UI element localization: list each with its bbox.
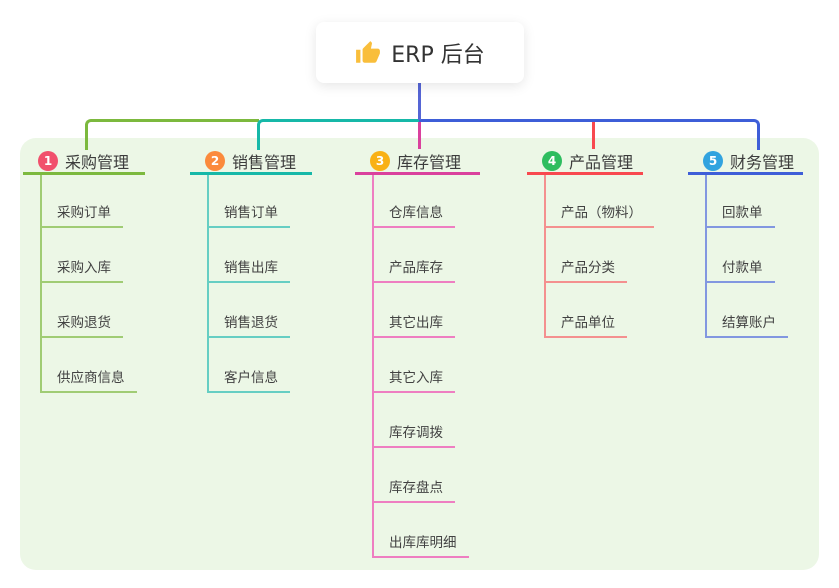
child-node[interactable]: 其它出库 xyxy=(372,310,455,338)
child-node[interactable]: 采购退货 xyxy=(40,310,123,338)
branch-spine xyxy=(705,175,707,338)
child-node[interactable]: 供应商信息 xyxy=(40,365,137,393)
root-title: ERP 后台 xyxy=(391,42,485,68)
connector-branch2 xyxy=(257,119,420,150)
child-node[interactable]: 其它入库 xyxy=(372,365,455,393)
branch-spine xyxy=(372,175,374,558)
root-node[interactable]: ERP 后台 xyxy=(316,22,524,83)
branch-inventory-heading[interactable]: 3 库存管理 xyxy=(355,149,480,175)
connector-branch5 xyxy=(419,119,760,150)
child-node[interactable]: 产品分类 xyxy=(544,255,627,283)
branch-title: 财务管理 xyxy=(730,152,795,172)
child-node[interactable]: 出库库明细 xyxy=(372,530,469,558)
child-node[interactable]: 销售退货 xyxy=(207,310,290,338)
branch-sales: 2 销售管理 销售订单 销售出库 销售退货 客户信息 xyxy=(190,149,312,393)
child-node[interactable]: 客户信息 xyxy=(207,365,290,393)
thumbs-up-icon xyxy=(355,40,381,66)
child-node[interactable]: 销售出库 xyxy=(207,255,290,283)
branch-inventory: 3 库存管理 仓库信息 产品库存 其它出库 其它入库 库存调拨 库存盘点 出库库… xyxy=(355,149,480,558)
branch-finance: 5 财务管理 回款单 付款单 结算账户 xyxy=(688,149,803,338)
branch-title: 采购管理 xyxy=(65,152,130,172)
badge-5: 5 xyxy=(703,150,723,171)
connector-branch4-drop xyxy=(592,122,595,149)
branch-spine xyxy=(544,175,546,338)
branch-sales-heading[interactable]: 2 销售管理 xyxy=(190,149,312,175)
badge-1: 1 xyxy=(38,150,58,171)
child-node[interactable]: 结算账户 xyxy=(705,310,788,338)
connector-branch3-drop xyxy=(418,122,421,149)
branch-purchase: 1 采购管理 采购订单 采购入库 采购退货 供应商信息 xyxy=(23,149,145,393)
child-node[interactable]: 产品单位 xyxy=(544,310,627,338)
child-node[interactable]: 采购入库 xyxy=(40,255,123,283)
badge-4: 4 xyxy=(542,150,562,171)
child-node[interactable]: 产品库存 xyxy=(372,255,455,283)
connector-branch1 xyxy=(85,119,259,150)
badge-3: 3 xyxy=(370,150,390,171)
child-node[interactable]: 产品（物料） xyxy=(544,200,654,228)
branch-product-heading[interactable]: 4 产品管理 xyxy=(527,149,643,175)
root-connector-line xyxy=(418,82,421,120)
branch-purchase-heading[interactable]: 1 采购管理 xyxy=(23,149,145,175)
child-node[interactable]: 采购订单 xyxy=(40,200,123,228)
child-node[interactable]: 销售订单 xyxy=(207,200,290,228)
branch-spine xyxy=(40,175,42,393)
branch-spine xyxy=(207,175,209,393)
child-node[interactable]: 付款单 xyxy=(705,255,775,283)
branch-product: 4 产品管理 产品（物料） 产品分类 产品单位 xyxy=(527,149,654,338)
child-node[interactable]: 库存盘点 xyxy=(372,475,455,503)
branch-title: 销售管理 xyxy=(232,152,297,172)
branch-finance-heading[interactable]: 5 财务管理 xyxy=(688,149,803,175)
child-node[interactable]: 仓库信息 xyxy=(372,200,455,228)
child-node[interactable]: 库存调拨 xyxy=(372,420,455,448)
branch-title: 库存管理 xyxy=(397,152,462,172)
badge-2: 2 xyxy=(205,150,225,171)
mindmap-background-panel xyxy=(20,138,819,570)
child-node[interactable]: 回款单 xyxy=(705,200,775,228)
branch-title: 产品管理 xyxy=(569,152,634,172)
